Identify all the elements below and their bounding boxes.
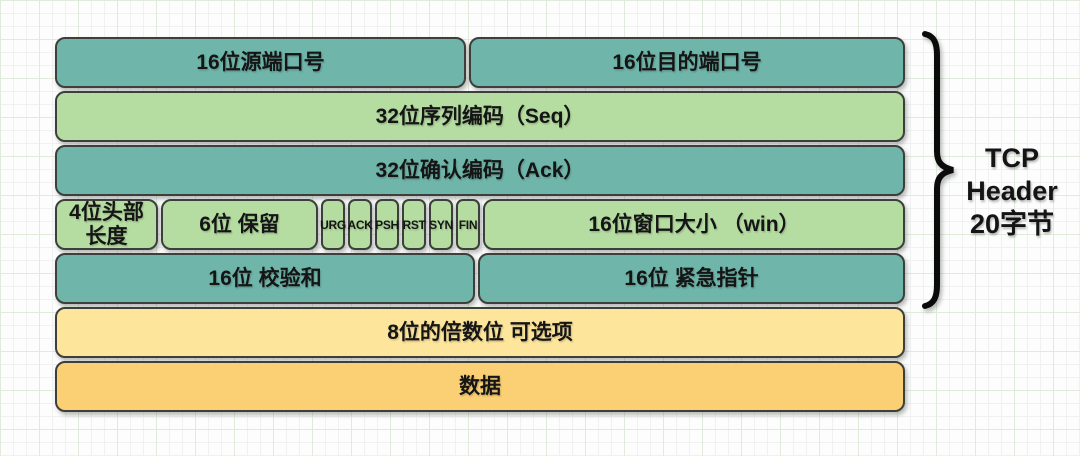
brace-label-line-1: TCP bbox=[985, 143, 1039, 173]
tcp-header-brace bbox=[922, 31, 954, 309]
field-destination-port: 16位目的端口号 bbox=[469, 37, 905, 88]
row-checksum-urgent: 16位 校验和 16位 紧急指针 bbox=[55, 253, 905, 304]
field-ack-number: 32位确认编码（Ack） bbox=[55, 145, 905, 196]
brace-label-line-3: 20字节 bbox=[969, 209, 1055, 239]
field-sequence-number: 32位序列编码（Seq） bbox=[55, 91, 905, 142]
flag-urg: URG bbox=[320, 199, 346, 250]
row-options: 8位的倍数位 可选项 bbox=[55, 307, 905, 358]
flag-psh: PSH bbox=[375, 199, 399, 250]
tcp-header-fields: 16位源端口号 16位目的端口号 32位序列编码（Seq） 32位确认编码（Ac… bbox=[55, 37, 905, 412]
row-flags: 4位头部长度 6位 保留 URG ACK PSH RST SYN FIN 16位… bbox=[55, 199, 905, 250]
row-ports: 16位源端口号 16位目的端口号 bbox=[55, 37, 905, 88]
flag-syn: SYN bbox=[429, 199, 453, 250]
field-options: 8位的倍数位 可选项 bbox=[55, 307, 905, 358]
flag-rst: RST bbox=[402, 199, 426, 250]
field-data: 数据 bbox=[55, 361, 905, 412]
field-source-port: 16位源端口号 bbox=[55, 37, 466, 88]
field-checksum: 16位 校验和 bbox=[55, 253, 475, 304]
field-window-size: 16位窗口大小 （win） bbox=[483, 199, 905, 250]
flag-ack: ACK bbox=[347, 199, 373, 250]
field-urgent-pointer: 16位 紧急指针 bbox=[478, 253, 905, 304]
row-ack-number: 32位确认编码（Ack） bbox=[55, 145, 905, 196]
row-sequence-number: 32位序列编码（Seq） bbox=[55, 91, 905, 142]
tcp-header-brace-label: TCP Header 20字节 bbox=[952, 142, 1072, 241]
field-reserved: 6位 保留 bbox=[161, 199, 318, 250]
row-data: 数据 bbox=[55, 361, 905, 412]
brace-label-line-2: Header bbox=[966, 176, 1058, 206]
field-header-length: 4位头部长度 bbox=[55, 199, 158, 250]
flag-fin: FIN bbox=[456, 199, 480, 250]
